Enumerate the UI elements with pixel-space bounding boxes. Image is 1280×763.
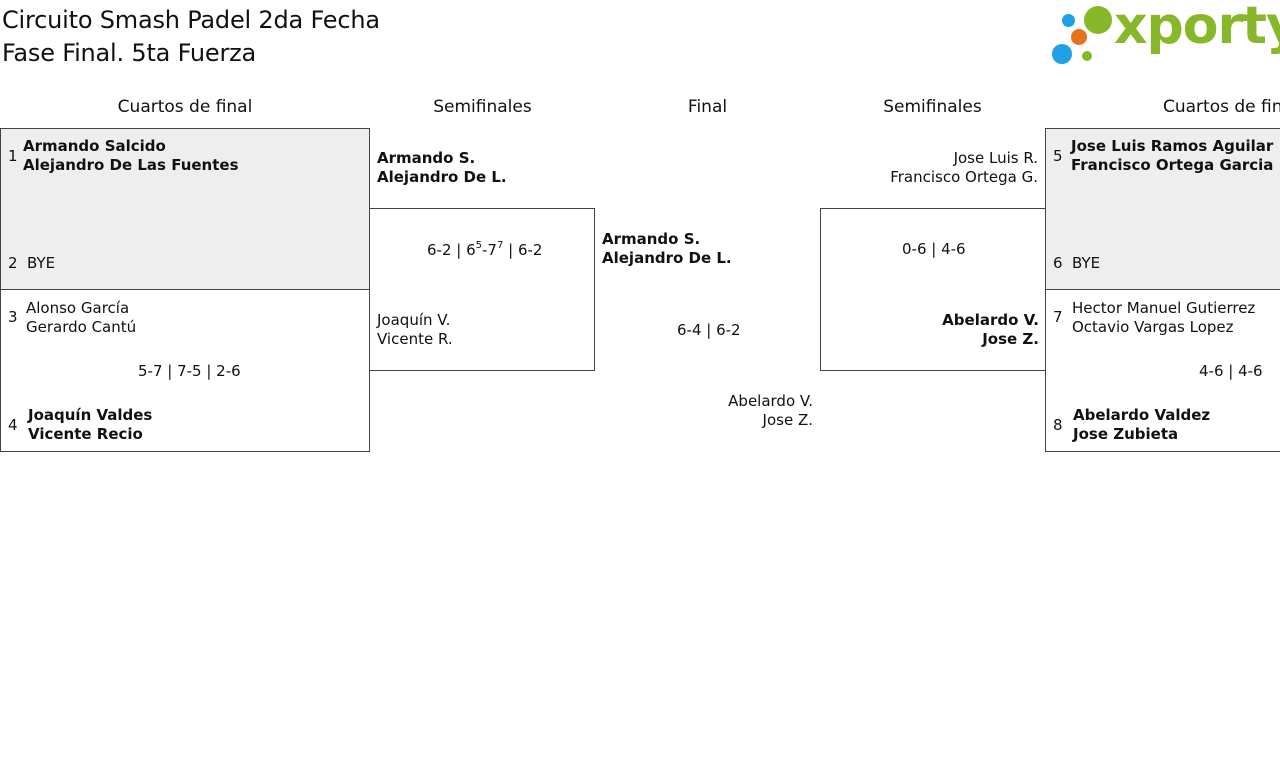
col-header-sf-right: Semifinales <box>883 97 982 117</box>
team-bye: BYE <box>27 254 56 272</box>
team-player: Joaquín Valdes <box>28 406 153 424</box>
col-header-qf-right: Cuartos de fin <box>1163 97 1280 117</box>
left-sf-match[interactable]: 6-2 | 65-77 | 6-2 Joaquín V. Vicente R. <box>369 208 595 371</box>
team-player: Vicente R. <box>377 330 453 348</box>
team-player: Francisco Ortega Garcia <box>1071 156 1274 174</box>
sf-right-team-a-p2: Francisco Ortega G. <box>890 168 1038 186</box>
logo-dot-blue2-icon <box>1052 44 1072 64</box>
team-player: Joaquín V. <box>377 311 451 329</box>
team-player: Gerardo Cantú <box>26 318 137 336</box>
team-player: Alonso García <box>26 299 130 317</box>
team-player: Jose Luis Ramos Aguilar <box>1071 137 1274 155</box>
seed-number: 2 <box>8 254 18 272</box>
sf-left-team-a-p2: Alejandro De L. <box>377 168 507 186</box>
left-qf-match-2[interactable]: 3 Alonso García Gerardo Cantú 5-7 | 7-5 … <box>0 289 370 452</box>
logo-dot-green2-icon <box>1082 51 1092 61</box>
right-sf-match[interactable]: 0-6 | 4-6 Abelardo V. Jose Z. <box>820 208 1046 371</box>
sf-left-team-a-p1: Armando S. <box>377 149 476 167</box>
team-player: Alejandro De Las Fuentes <box>23 156 239 174</box>
logo-dot-orange-icon <box>1071 29 1087 45</box>
right-qf-match-1[interactable]: 5 Jose Luis Ramos Aguilar Francisco Orte… <box>1045 128 1280 290</box>
team-player: Armando Salcido <box>23 137 166 155</box>
seed-number: 1 <box>8 147 18 165</box>
logo-text: xporty <box>1114 0 1280 56</box>
seed-number: 5 <box>1053 147 1063 165</box>
title-line-2: Fase Final. 5ta Fuerza <box>2 39 257 67</box>
col-header-sf-left: Semifinales <box>433 97 532 117</box>
seed-number: 6 <box>1053 254 1063 272</box>
logo-dot-blue-icon <box>1062 14 1075 27</box>
seed-number: 3 <box>8 308 18 326</box>
logo-dot-green-icon <box>1084 6 1112 34</box>
left-qf-match-1[interactable]: 1 Armando Salcido Alejandro De Las Fuent… <box>0 128 370 290</box>
match-score: 6-2 | 65-77 | 6-2 <box>427 240 543 260</box>
col-header-final: Final <box>687 97 728 117</box>
team-player: Jose Zubieta <box>1073 425 1179 443</box>
team-player: Jose Z. <box>982 330 1039 348</box>
final-score: 6-4 | 6-2 <box>677 321 741 339</box>
seed-number: 7 <box>1053 308 1063 326</box>
team-bye: BYE <box>1072 254 1101 272</box>
team-player: Vicente Recio <box>28 425 143 443</box>
sf-right-team-a-p1: Jose Luis R. <box>953 149 1038 167</box>
team-player: Abelardo V. <box>942 311 1039 329</box>
match-score: 0-6 | 4-6 <box>902 240 966 258</box>
team-player: Octavio Vargas Lopez <box>1072 318 1234 336</box>
seed-number: 8 <box>1053 416 1063 434</box>
seed-number: 4 <box>8 416 18 434</box>
team-player: Hector Manuel Gutierrez <box>1072 299 1256 317</box>
right-qf-match-2[interactable]: 7 Hector Manuel Gutierrez Octavio Vargas… <box>1045 289 1280 452</box>
match-score: 5-7 | 7-5 | 2-6 <box>138 362 241 380</box>
page-title: Circuito Smash Padel 2da Fecha Fase Fina… <box>2 4 380 70</box>
final-team-b-p1: Abelardo V. <box>728 392 813 410</box>
final-team-a-p2: Alejandro De L. <box>602 249 732 267</box>
col-header-qf-left: Cuartos de final <box>117 97 253 117</box>
match-score: 4-6 | 4-6 <box>1199 362 1263 380</box>
team-player: Abelardo Valdez <box>1073 406 1211 424</box>
title-line-1: Circuito Smash Padel 2da Fecha <box>2 6 380 34</box>
xporty-logo: xporty <box>1052 0 1280 66</box>
final-team-a-p1: Armando S. <box>602 230 701 248</box>
final-team-b-p2: Jose Z. <box>762 411 813 429</box>
